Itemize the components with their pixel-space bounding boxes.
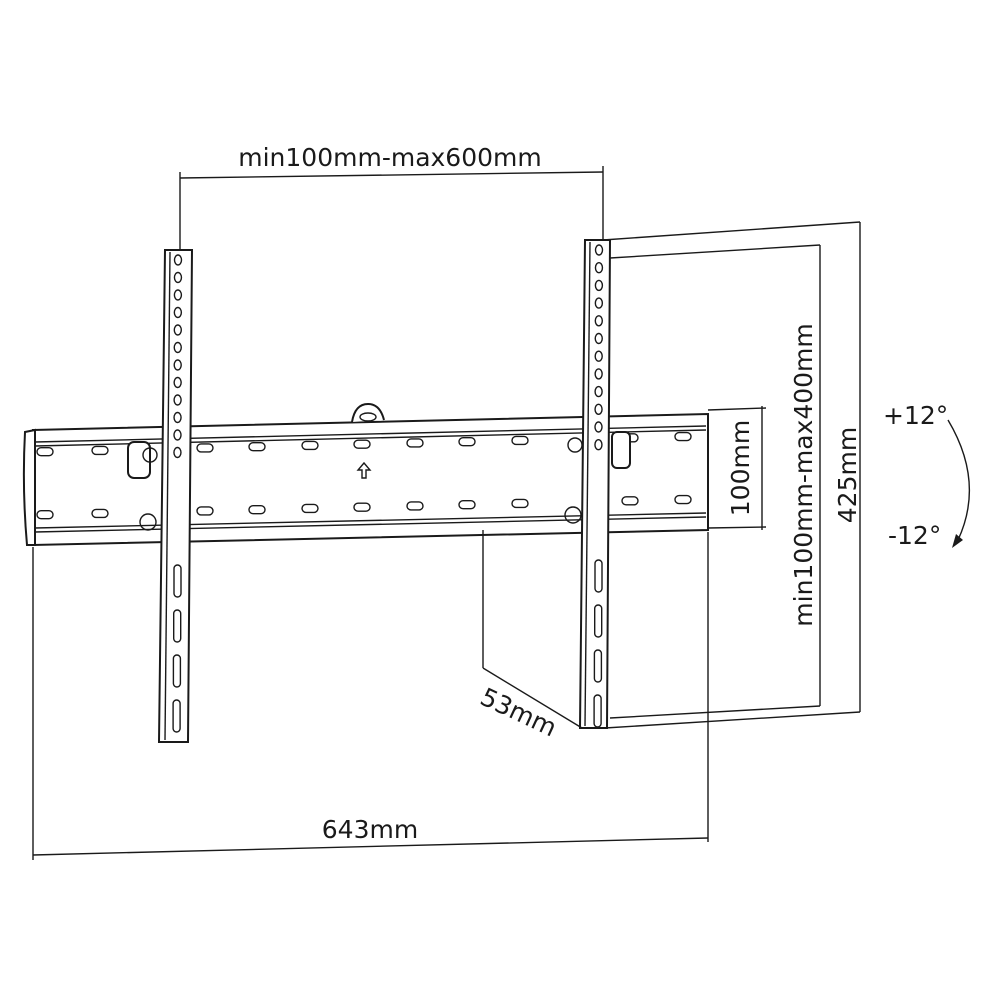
overall-width-dimension: 643mm [32,532,709,860]
bracket-hole [173,376,182,389]
mounting-slot [458,437,476,447]
overall-height-label: 425mm [833,427,862,523]
bracket-hole [173,359,182,371]
vesa-width-dimension: min100mm-max600mm [179,143,604,250]
bracket-hole [173,341,182,354]
mounting-slot [248,441,266,452]
bracket-hole [594,368,603,380]
bracket-hole [173,394,182,406]
bracket-hole [594,279,604,292]
bracket-hole [594,385,603,398]
mounting-slot [511,498,529,509]
bracket-hole [594,439,603,451]
bracket-hole [594,421,603,433]
plate-height-dimension: 100mm [707,406,767,530]
tilt-down-label: -12° [888,521,941,550]
bracket-hole [594,244,604,256]
vesa-width-label: min100mm-max600mm [238,143,541,172]
bracket-hole [173,289,183,301]
bracket-slot [172,654,182,688]
bracket-hole [594,315,603,327]
mounting-slot [91,445,109,456]
bracket-hole [173,446,182,459]
mounting-slot [621,496,639,506]
mounting-slot [196,443,214,453]
height-dimensions: min100mm-max400mm 425mm [602,221,862,729]
mounting-slot [511,435,529,446]
right-bracket [578,239,612,729]
mounting-slot [353,502,371,512]
bracket-hole [594,403,603,415]
plate-height-label: 100mm [726,420,755,516]
bracket-hole [173,306,183,319]
mounting-slot [458,500,476,510]
up-arrow-icon [356,461,372,479]
left-bracket [157,249,194,743]
bracket-hole [173,324,183,336]
mounting-slot [353,439,371,449]
mounting-slot [196,506,214,516]
depth-label: 53mm [476,682,561,742]
bracket-slot [593,649,603,683]
bracket-slot [593,694,602,728]
bracket-hole [173,254,183,266]
bracket-hole [594,332,603,345]
tilt-knobs [127,431,631,531]
mounting-slot [674,494,692,505]
mounting-slot [301,503,319,514]
bracket-hole [594,350,603,362]
bracket-hole [173,411,182,424]
mounting-slot [36,447,54,457]
vesa-height-label: min100mm-max400mm [789,323,818,626]
overall-width-label: 643mm [322,815,418,844]
bracket-slot [172,609,182,643]
tilt-up-label: +12° [883,401,948,430]
arrow-head-icon [952,534,963,548]
mounting-slot [674,431,692,442]
tilt-indicator: +12° -12° [883,401,971,550]
bracket-slot [172,699,181,733]
mounting-slot [91,508,109,519]
bracket-hole [173,271,183,284]
bracket-slot [173,564,182,598]
mounting-slot [248,504,266,515]
mounting-slot [406,501,424,511]
mounting-slot [36,510,54,520]
bracket-slot [594,559,603,593]
bracket-hole [594,262,604,274]
bracket-hole [594,297,604,309]
bracket-slot [594,604,603,638]
tilt-arc [947,419,971,541]
depth-dimension: 53mm [476,530,583,742]
mounting-slot [301,440,319,451]
bracket-hole [173,429,182,441]
mounting-slot [406,438,424,448]
